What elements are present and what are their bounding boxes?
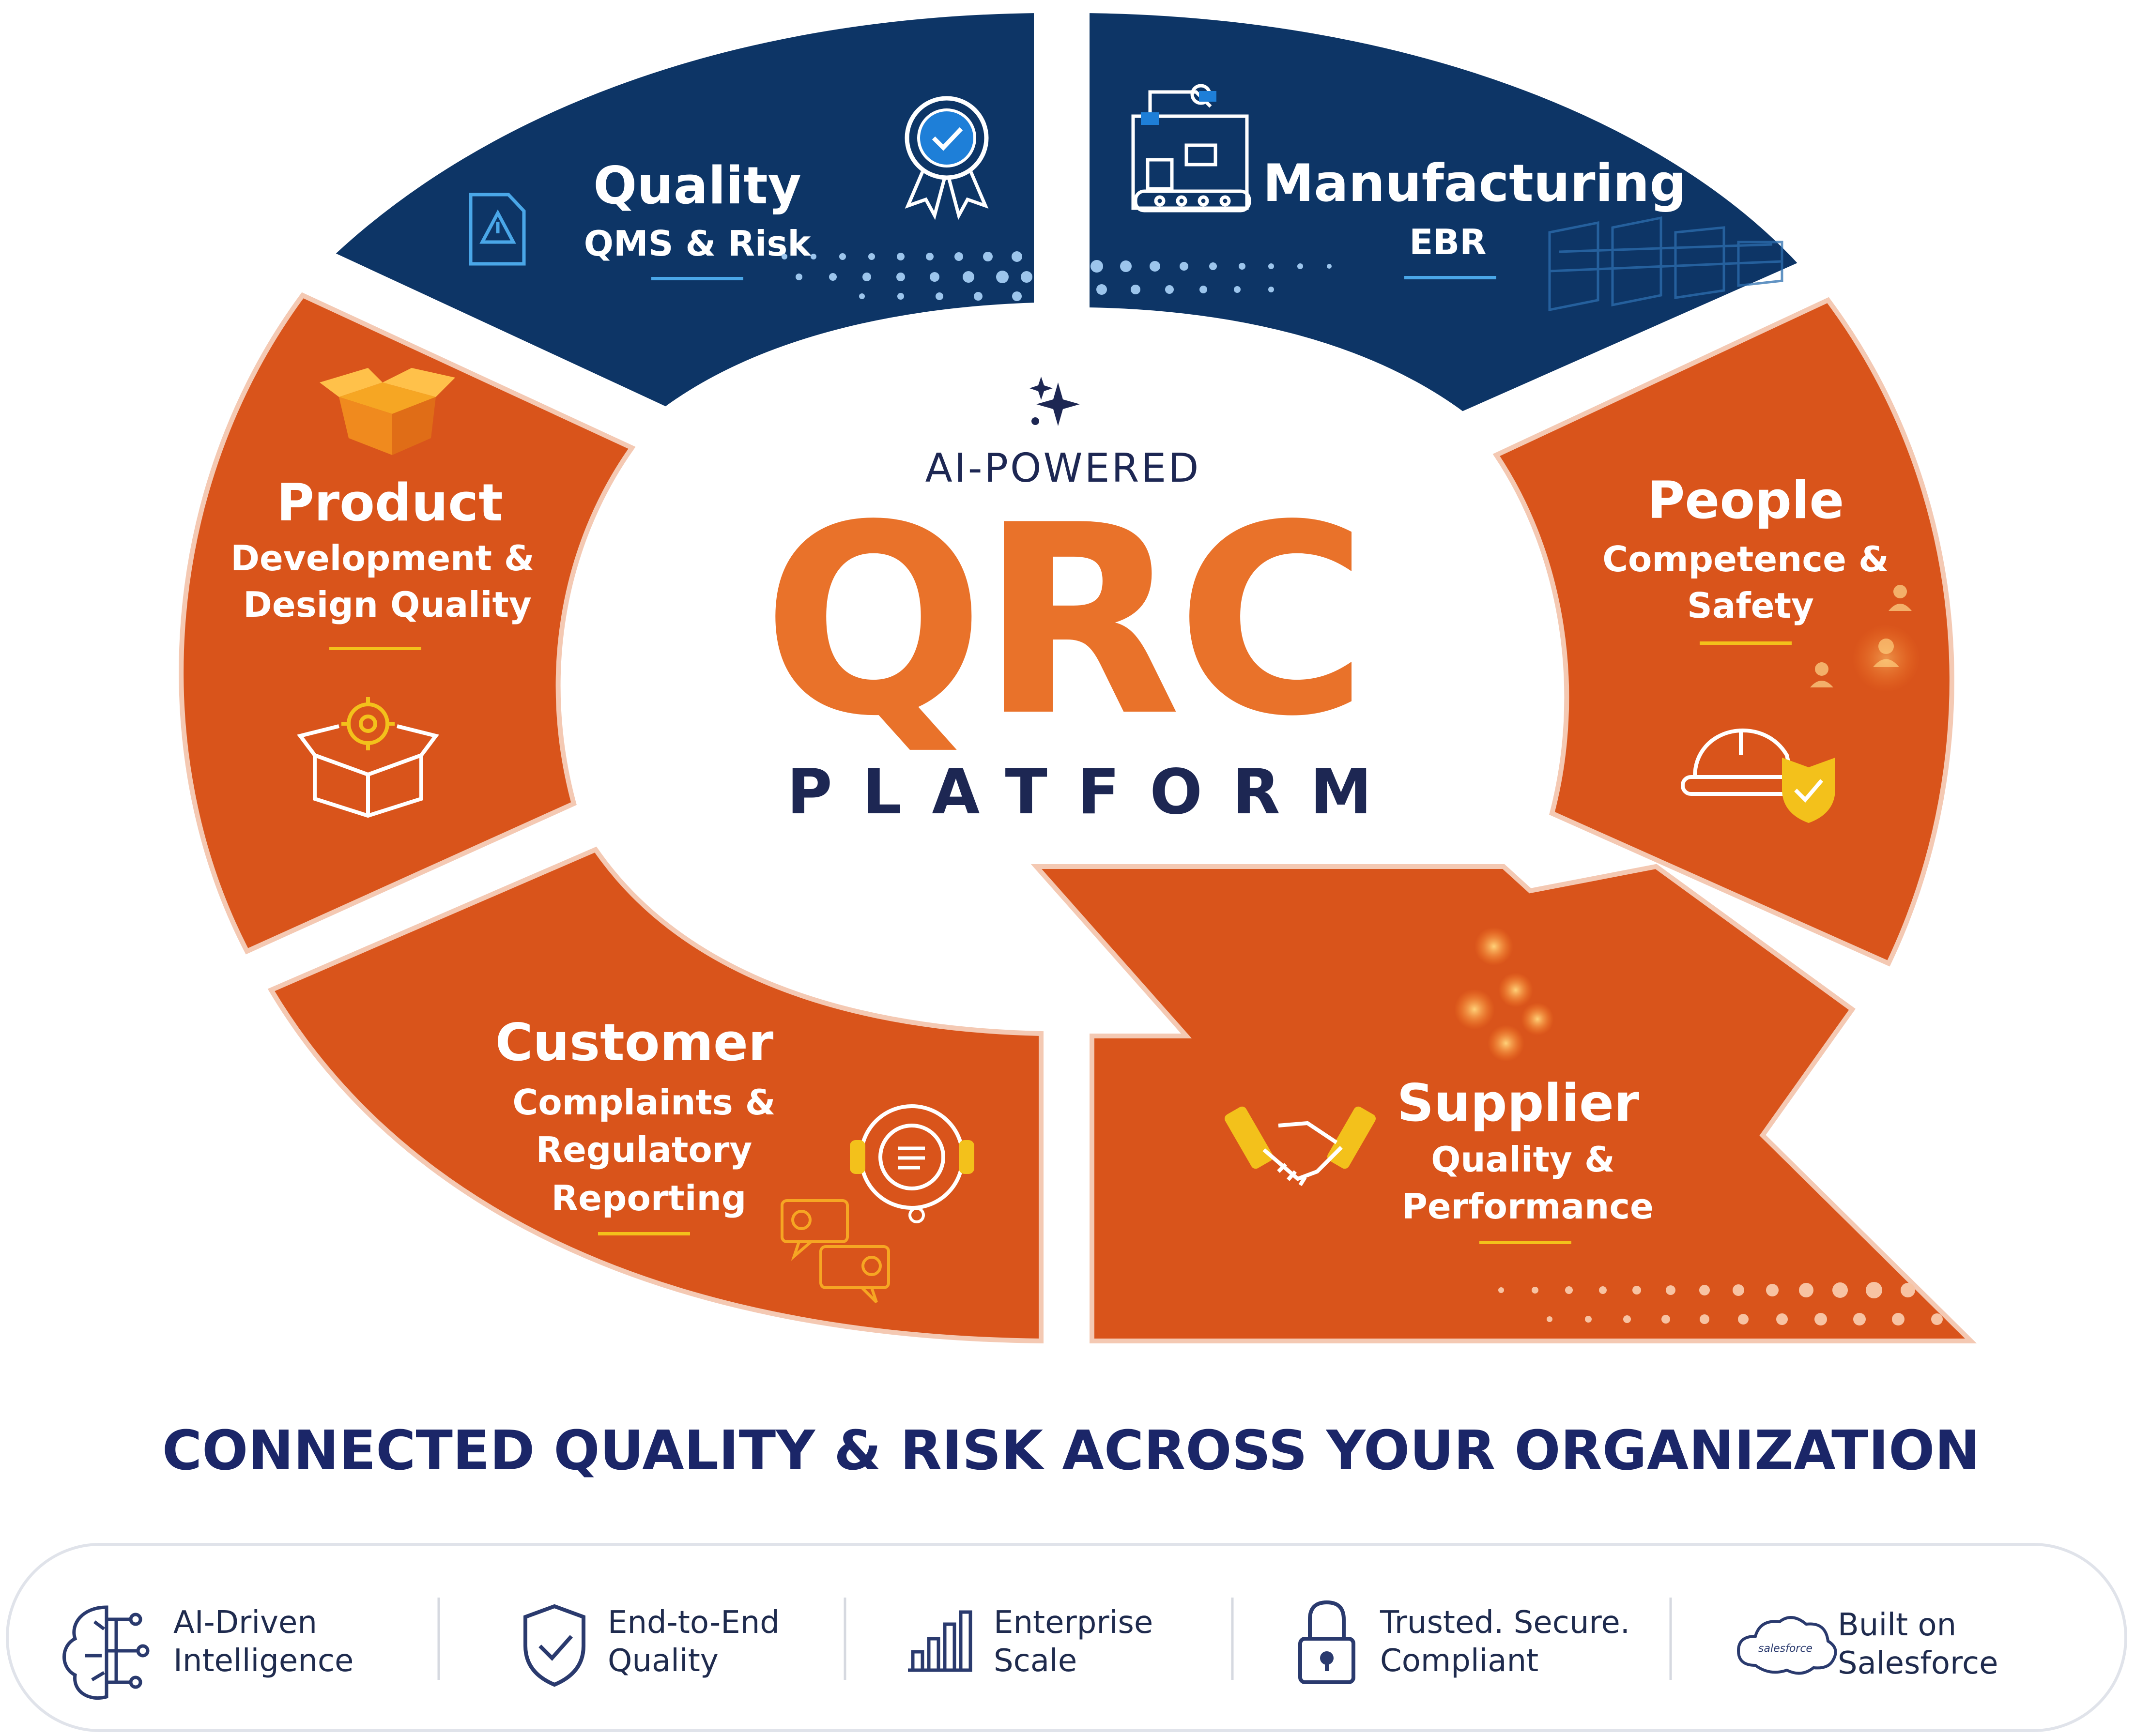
people-title: People xyxy=(1647,471,1844,530)
center-platform: PLATFORM xyxy=(787,756,1402,828)
feature-salesforce-line2: Salesforce xyxy=(1838,1645,1998,1681)
box-gear-icon xyxy=(297,697,439,818)
supplier-underline xyxy=(1479,1241,1571,1244)
sparkle-icon xyxy=(1029,377,1080,426)
center-brand: QRC xyxy=(762,470,1363,774)
supplier-subtitle-2: Performance xyxy=(1402,1186,1654,1227)
customer-subtitle-1: Complaints & xyxy=(512,1082,775,1123)
manufacturing-underline xyxy=(1404,276,1496,279)
product-subtitle-2: Design Quality xyxy=(243,584,532,625)
feature-salesforce-line1: Built on xyxy=(1838,1607,1956,1643)
people-glow xyxy=(1852,624,1920,692)
factory-robot-accent xyxy=(1141,91,1216,125)
salesforce-cloud-icon: salesforce xyxy=(1736,1616,1837,1675)
plant-blueprint-lines xyxy=(1548,216,1783,312)
padlock-icon xyxy=(1298,1600,1355,1684)
quality-segment[interactable] xyxy=(327,8,1039,412)
feature-scale-line1: Enterprise xyxy=(994,1605,1153,1641)
supplier-sparks xyxy=(1454,927,1554,1062)
feature-quality-line1: End-to-End xyxy=(608,1605,780,1641)
handshake-icon xyxy=(1225,1106,1376,1187)
chat-bubbles-icon xyxy=(781,1199,890,1304)
product-underline xyxy=(329,647,421,650)
quality-dots xyxy=(782,251,1032,301)
tagline-banner: CONNECTED QUALITY & RISK ACROSS YOUR ORG… xyxy=(162,1419,1980,1482)
feature-trusted-line1: Trusted. Secure. xyxy=(1380,1605,1630,1641)
quality-title: Quality xyxy=(593,156,801,215)
manufacturing-subtitle: EBR xyxy=(1409,222,1487,262)
people-subtitle-2: Safety xyxy=(1687,585,1814,626)
quality-underline xyxy=(651,277,743,280)
quality-subtitle: QMS & Risk xyxy=(584,223,812,264)
people-underline xyxy=(1700,641,1792,645)
feature-strip xyxy=(6,1543,2127,1732)
open-box-icon xyxy=(320,368,455,455)
manufacturing-dots xyxy=(1091,260,1332,295)
people-segment[interactable] xyxy=(1492,297,1954,967)
customer-subtitle-2: Regulatory xyxy=(536,1129,753,1170)
customer-subtitle-3: Reporting xyxy=(552,1178,747,1218)
feature-trusted-line2: Compliant xyxy=(1380,1643,1538,1679)
headset-support-icon xyxy=(850,1104,974,1223)
supplier-segment[interactable] xyxy=(1030,864,1977,1343)
feature-quality-line2: Quality xyxy=(608,1643,719,1679)
shield-check-icon xyxy=(523,1604,585,1687)
brain-circuit-icon xyxy=(62,1605,150,1700)
manufacturing-segment[interactable] xyxy=(1085,8,1806,417)
people-subtitle-1: Competence & xyxy=(1602,539,1889,579)
supplier-dots xyxy=(1498,1282,1943,1325)
factory-robot-icon xyxy=(1131,84,1251,213)
supplier-subtitle-1: Quality & xyxy=(1431,1139,1615,1180)
document-warning-icon xyxy=(469,193,526,266)
product-subtitle-1: Development & xyxy=(230,538,534,579)
salesforce-logo-text: salesforce xyxy=(1758,1643,1812,1655)
feature-ai-line1: AI-Driven xyxy=(173,1605,317,1641)
shield-check-badge-icon xyxy=(1782,758,1835,823)
supplier-title: Supplier xyxy=(1397,1073,1639,1133)
feature-ai-line2: Intelligence xyxy=(173,1643,353,1679)
center-eyebrow: AI-POWERED xyxy=(925,445,1201,491)
product-title: Product xyxy=(276,473,503,533)
customer-title: Customer xyxy=(495,1013,773,1072)
product-segment[interactable] xyxy=(179,292,636,955)
bar-chart-icon xyxy=(908,1610,972,1672)
feature-scale-line2: Scale xyxy=(994,1643,1077,1679)
award-badge-icon xyxy=(905,96,989,220)
customer-underline xyxy=(598,1232,690,1235)
manufacturing-title: Manufacturing xyxy=(1263,153,1687,213)
